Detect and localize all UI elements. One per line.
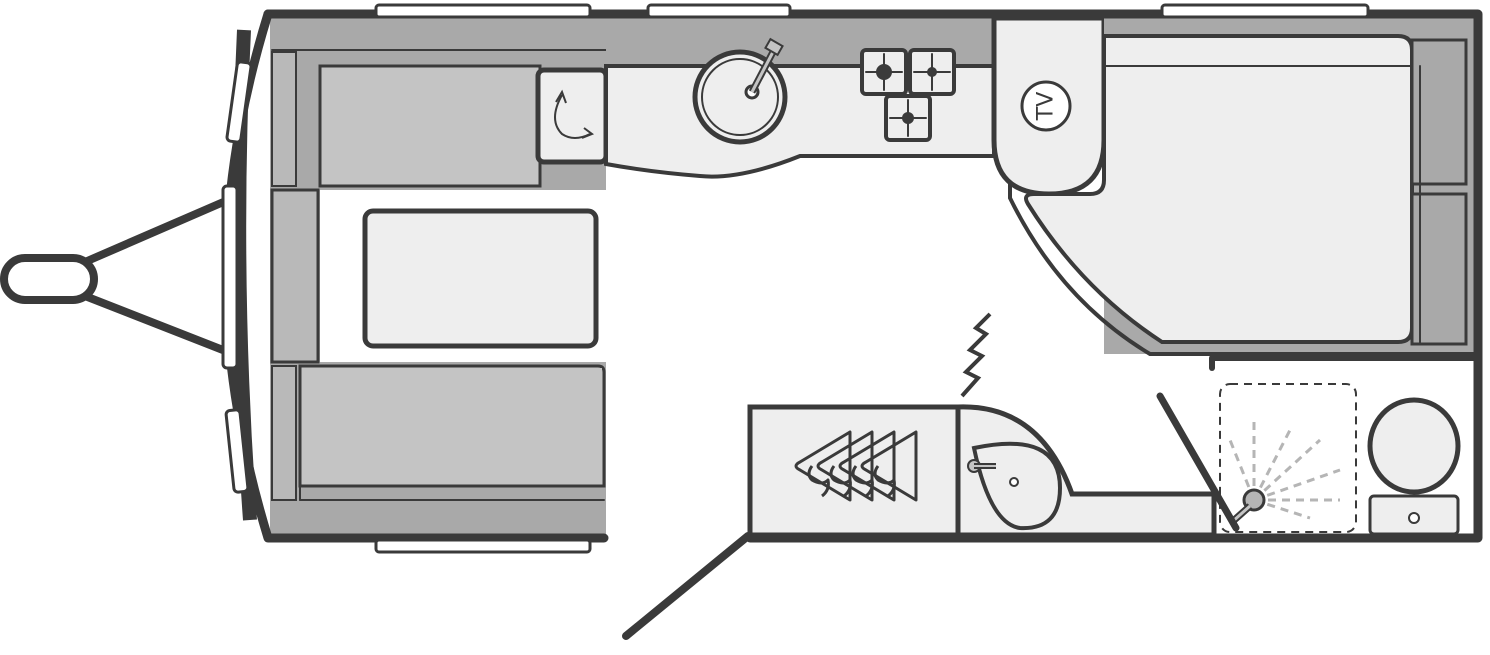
- locker-door-arrow-icon: [554, 89, 595, 139]
- front-locker: [535, 67, 609, 165]
- window-front-top: [374, 3, 592, 19]
- wardrobe-hangers-icon: [794, 430, 918, 502]
- hob-icon: [860, 48, 956, 142]
- tv-icon: TV: [1020, 80, 1072, 132]
- window-front-bottom: [374, 538, 592, 554]
- dining-table: [362, 208, 599, 349]
- door-icon: [622, 532, 752, 640]
- outer-wall: [263, 9, 1483, 543]
- window-front-center: [221, 184, 239, 370]
- washroom-door: [1156, 392, 1240, 532]
- window-bedroom: [1160, 3, 1370, 19]
- window-front-left-upper: [225, 60, 253, 144]
- toilet-icon: [1367, 397, 1461, 536]
- window-kitchen: [646, 3, 792, 19]
- heater-icon: [960, 312, 992, 398]
- front-seat-side-cushion: [270, 188, 320, 364]
- sink-icon: [692, 37, 788, 145]
- front-seat-top-cushion: [318, 64, 542, 188]
- basin-icon: [967, 441, 1063, 531]
- hitch-icon: [0, 196, 232, 356]
- tv-label: TV: [1034, 92, 1059, 122]
- shower-icon: [1219, 383, 1357, 533]
- window-front-left-lower: [224, 408, 250, 494]
